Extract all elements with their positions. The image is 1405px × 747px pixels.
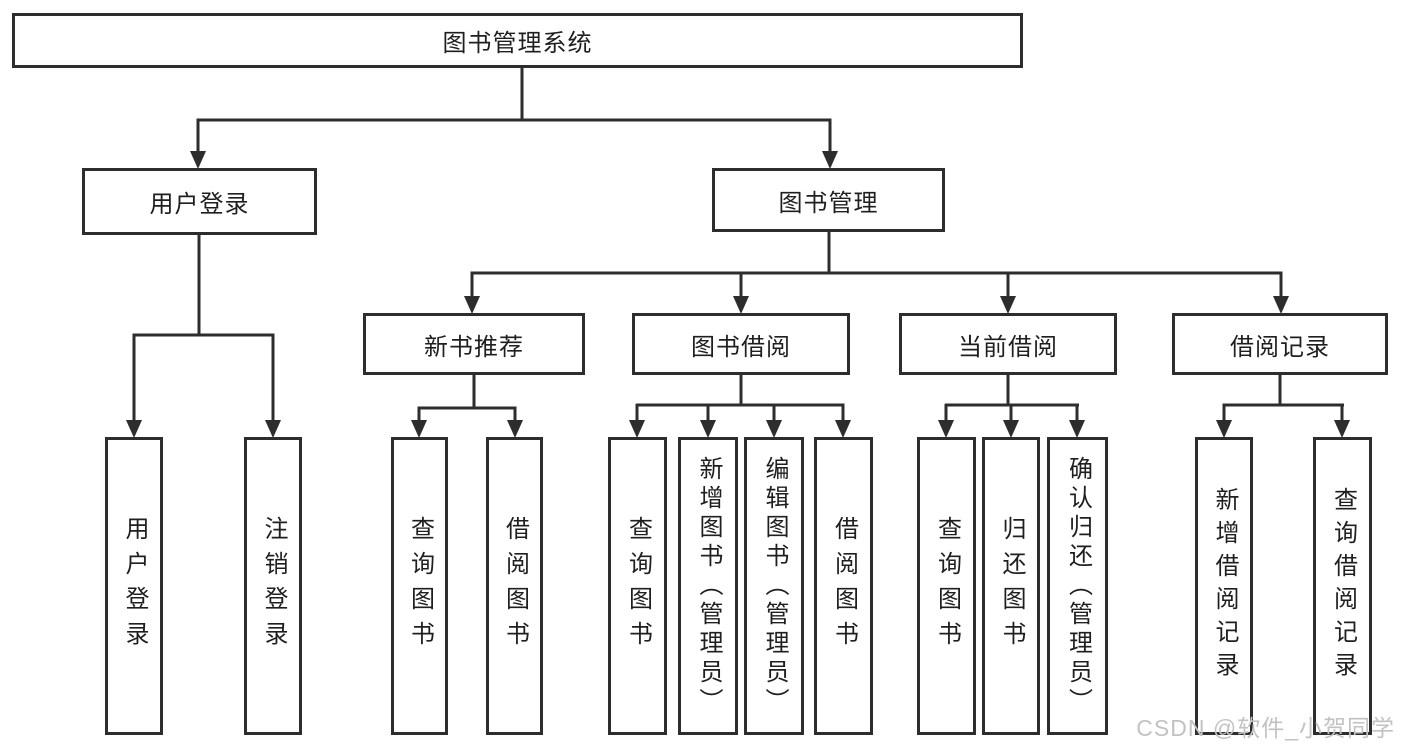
leaf-bookborrow-borrow-books: 借阅图书 <box>814 437 873 735</box>
watermark: CSDN @软件_小贺同学 <box>1136 715 1395 741</box>
node-label: 归还图书 <box>998 516 1025 656</box>
node-label: 查询图书 <box>933 516 961 656</box>
node-label: 借阅记录 <box>1230 333 1330 361</box>
leaf-newbook-borrow-books: 借阅图书 <box>486 437 543 735</box>
leaf-records-query-record: 查询借阅记录 <box>1313 437 1372 735</box>
connector-currentborrow-to-leaves <box>938 375 1085 438</box>
leaf-bookborrow-add-books-admin: 新增图书（管理员） <box>678 437 738 735</box>
node-label: 新增图书（管理员） <box>695 455 722 717</box>
node-user-login-group: 用户登录 <box>82 168 317 235</box>
node-label: 图书管理 <box>778 189 879 217</box>
node-root: 图书管理系统 <box>12 13 1023 68</box>
node-label: 注销登录 <box>260 516 287 656</box>
leaf-records-add-record: 新增借阅记录 <box>1195 437 1253 735</box>
node-new-book-recommend: 新书推荐 <box>363 313 585 375</box>
connector-newbook-to-leaves <box>411 375 523 438</box>
node-label: 借阅图书 <box>830 516 858 656</box>
node-label: 查询图书 <box>624 516 652 656</box>
node-label: 当前借阅 <box>958 333 1058 361</box>
leaf-currentborrow-query-books: 查询图书 <box>917 437 976 735</box>
connector-userlogin-to-leaves <box>126 235 281 438</box>
leaf-user-login: 用户登录 <box>105 437 163 735</box>
node-label: 查询图书 <box>406 516 434 656</box>
node-label: 新增借阅记录 <box>1211 487 1238 685</box>
node-book-management: 图书管理 <box>712 168 945 232</box>
leaf-bookborrow-edit-books-admin: 编辑图书（管理员） <box>744 437 804 735</box>
node-label: 编辑图书（管理员） <box>761 455 788 717</box>
node-label: 借阅图书 <box>501 516 529 656</box>
connector-records-to-leaves <box>1216 375 1350 438</box>
leaf-currentborrow-confirm-return-admin: 确认归还（管理员） <box>1047 437 1108 735</box>
connector-bookborrow-to-leaves <box>629 375 851 438</box>
connector-bookmgmt-to-level3 <box>464 232 1289 314</box>
node-label: 图书管理系统 <box>442 30 593 57</box>
node-label: 查询借阅记录 <box>1329 487 1357 685</box>
node-label: 新书推荐 <box>424 333 524 361</box>
connector-root-to-level2 <box>190 68 838 169</box>
node-current-borrowing: 当前借阅 <box>899 313 1117 375</box>
node-book-borrowing: 图书借阅 <box>632 313 850 375</box>
node-label: 图书借阅 <box>691 333 791 361</box>
node-label: 用户登录 <box>121 516 148 656</box>
node-borrowing-records: 借阅记录 <box>1172 313 1388 375</box>
leaf-logout: 注销登录 <box>244 437 302 735</box>
node-label: 用户登录 <box>149 191 250 218</box>
leaf-currentborrow-return-books: 归还图书 <box>982 437 1040 735</box>
node-label: 确认归还（管理员） <box>1064 455 1092 717</box>
leaf-newbook-query-books: 查询图书 <box>391 437 448 735</box>
leaf-bookborrow-query-books: 查询图书 <box>608 437 667 735</box>
